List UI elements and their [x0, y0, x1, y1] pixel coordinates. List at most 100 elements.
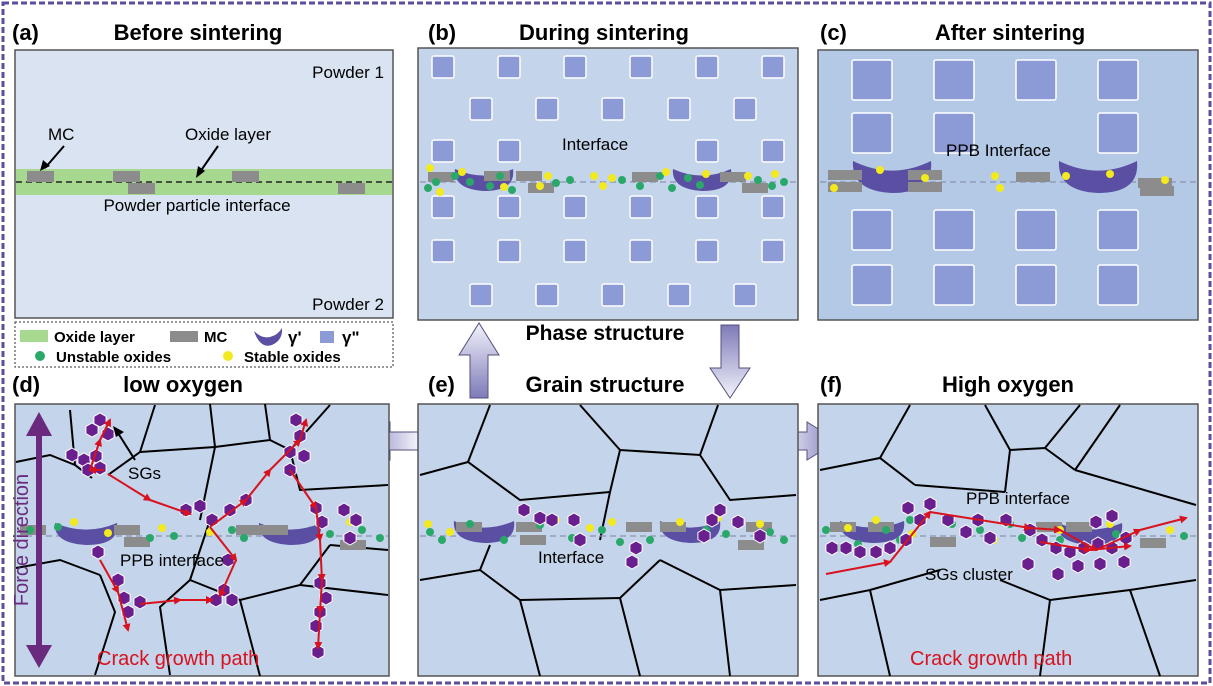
gamma-double-prime-particle [695, 139, 719, 163]
interface-label: Powder particle interface [103, 196, 290, 215]
mc-particle [428, 172, 454, 182]
panel-b-label: (b) [428, 20, 456, 45]
mc-particle [338, 183, 365, 194]
crack-segment [889, 510, 932, 563]
sg-particle [93, 412, 107, 428]
unstable-oxide [240, 534, 248, 542]
unstable-oxide [668, 184, 676, 192]
panel-e-label: (e) [428, 372, 455, 397]
stable-oxide [70, 518, 78, 526]
stable-oxide [446, 528, 454, 536]
unstable-oxide [1180, 532, 1188, 540]
stable-oxide [500, 183, 508, 191]
gamma-double-prime-particle [601, 97, 625, 121]
force-direction-label: Force direction [11, 474, 33, 606]
unstable-oxide [500, 536, 508, 544]
sg-particle [319, 590, 333, 606]
gamma-double-prime-particle [933, 112, 975, 154]
gamma-double-prime-particle [1097, 59, 1139, 101]
gamma-double-prime-particle [733, 97, 757, 121]
gamma-double-prime-particle [1015, 209, 1057, 251]
unstable-oxide [616, 538, 624, 546]
crack-segment [269, 438, 302, 471]
crack-segment [316, 579, 325, 614]
unstable-oxide [906, 516, 914, 524]
sg-particle [839, 540, 853, 556]
mc-particle [1036, 522, 1062, 532]
mc-particle [27, 171, 54, 182]
interface-label: PPB interface [966, 489, 1070, 508]
sg-particle [869, 544, 883, 560]
gamma-double-prime-particle [695, 55, 719, 79]
legend-mc-swatch [170, 331, 198, 342]
crack-segment [289, 469, 318, 510]
crack-segment [315, 507, 324, 542]
oxide-pointer-head [196, 166, 205, 178]
stable-oxide [458, 168, 466, 176]
panel-d-title: low oxygen [123, 372, 243, 397]
sg-particle [1117, 554, 1131, 570]
mc-particle [626, 522, 652, 532]
sg-particle [883, 540, 897, 556]
gamma-double-prime-particle [933, 264, 975, 306]
mc-particle [720, 172, 746, 182]
interface-features [822, 516, 1188, 552]
sg-particle [349, 512, 363, 528]
unstable-oxide [508, 186, 516, 194]
crack-segment [99, 418, 111, 441]
stable-oxide [876, 166, 884, 174]
gamma-double-prime-particle [629, 239, 653, 263]
mc-particle [738, 540, 764, 550]
sg-particle [517, 502, 531, 518]
mc-particle [340, 540, 366, 550]
unstable-oxide [326, 530, 334, 538]
gamma-double-prime-particle [431, 55, 455, 79]
unstable-oxide [466, 520, 474, 528]
mc-particle [236, 525, 262, 535]
gamma-double-prime-particle [761, 139, 785, 163]
sg-particle [753, 528, 767, 544]
gamma-double-prime-particle [469, 97, 493, 121]
stable-oxide [599, 182, 607, 190]
panel-f: (f) High oxygen PPB interface SGs cluste… [817, 372, 1199, 677]
stable-oxide [771, 170, 779, 178]
crack-segment [149, 499, 192, 516]
crack-segment [99, 559, 119, 594]
sg-particle [629, 540, 643, 556]
sg-particle [297, 448, 311, 464]
stable-oxide [536, 182, 544, 190]
gamma-double-prime-particle [431, 139, 455, 163]
gamma-double-prime-particle [851, 264, 893, 306]
unstable-oxide [566, 176, 574, 184]
panel-e-title: Grain structure [526, 372, 685, 397]
unstable-oxide [976, 526, 984, 534]
force-arrow-head-top [26, 412, 52, 436]
sg-particle [1093, 556, 1107, 572]
crack-segment [117, 591, 131, 632]
mc-label: MC [48, 125, 74, 144]
grain-boundaries [15, 403, 389, 677]
stable-oxide [544, 172, 552, 180]
crack-segment [107, 473, 152, 502]
stable-oxide [586, 524, 594, 532]
unstable-oxide [438, 536, 446, 544]
sg-particle [193, 498, 207, 514]
unstable-oxide [424, 184, 432, 192]
stable-oxide [830, 184, 838, 192]
legend-unstable-label: Unstable oxides [56, 349, 171, 366]
crack-segment [1039, 541, 1092, 554]
gamma-double-prime-particle [563, 195, 587, 219]
unstable-oxide [618, 176, 626, 184]
gamma-double-prime-particle [695, 239, 719, 263]
crack-segment [1089, 542, 1132, 551]
legend-unstable-dot [35, 351, 45, 361]
oxide-pointer [199, 145, 219, 173]
sg-particle [283, 444, 297, 460]
gamma-double-prime-particle [1097, 209, 1139, 251]
crack-segment [139, 596, 182, 605]
gamma-double-prime-particle [1097, 264, 1139, 306]
mc-particle [516, 522, 542, 532]
sgs-pointer [117, 432, 136, 461]
mc-particle [1140, 538, 1166, 548]
legend-oxide-swatch [20, 330, 48, 342]
